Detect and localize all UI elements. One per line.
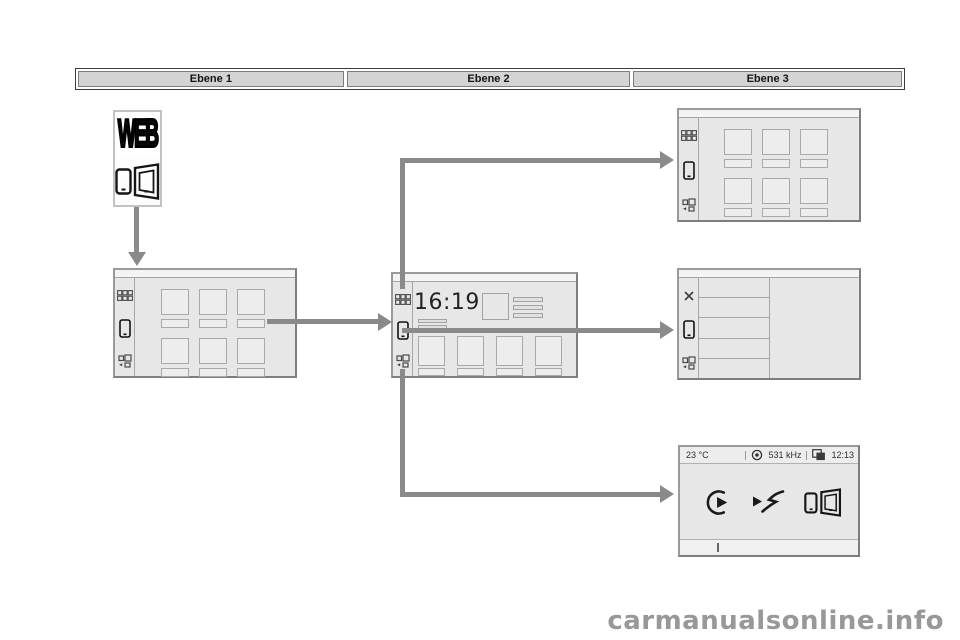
media-text-bar <box>513 313 543 318</box>
scale-tick <box>717 543 719 552</box>
app-tile <box>199 338 227 377</box>
grid-menu-icon <box>680 130 697 141</box>
tablet-mirror-icon <box>133 163 160 200</box>
web-logo-text: WEB <box>117 113 159 156</box>
widgets-icon <box>117 354 132 368</box>
mirrorlink-icon <box>753 490 785 513</box>
app-tile <box>724 129 752 168</box>
shortcut-tile <box>535 336 562 376</box>
widgets-icon <box>681 198 696 212</box>
list-item <box>699 318 769 339</box>
app-tile <box>762 129 790 168</box>
statusbar-separator <box>806 450 808 460</box>
mirror-screen-devices-icon <box>804 487 842 517</box>
screen-statusbar <box>393 274 576 282</box>
menu-list <box>699 278 770 378</box>
app-tile <box>762 178 790 217</box>
screen-level3-app-grid <box>677 108 861 222</box>
screen-level3-connections: 23 °C 531 kHz 12:13 <box>678 445 860 557</box>
app-tile-grid <box>161 289 265 377</box>
app-tile-grid <box>724 129 828 217</box>
arrowhead-right <box>660 321 674 339</box>
connector-level1-to-level2 <box>267 319 379 324</box>
screen-sidebar <box>679 278 699 378</box>
close-icon <box>683 291 694 301</box>
clock-display: 16:19 <box>414 290 480 315</box>
header-level-2-label: Ebene 2 <box>467 73 510 85</box>
list-item <box>699 359 769 378</box>
radio-statusbar: 23 °C 531 kHz 12:13 <box>680 447 858 464</box>
grid-menu-icon <box>394 294 411 305</box>
date-placeholder-bar <box>418 319 447 323</box>
arrowhead-right <box>660 485 674 503</box>
watermark-text: carmanualsonline.info <box>607 606 944 636</box>
connector-phone-horizontal <box>402 328 660 333</box>
arrowhead-right <box>660 151 674 169</box>
temperature-readout: 23 °C <box>686 450 709 460</box>
app-tile <box>161 289 189 328</box>
app-tile <box>800 178 828 217</box>
smartphone-icon <box>115 168 132 195</box>
speaker-icon <box>752 449 763 461</box>
shortcut-tile <box>496 336 523 376</box>
app-tile <box>800 129 828 168</box>
radio-bottombar <box>680 539 858 555</box>
level-header-bar: Ebene 1 Ebene 2 Ebene 3 <box>75 68 905 90</box>
screen-level1-home <box>113 268 297 378</box>
web-logo: WEB <box>115 113 160 156</box>
smartphone-icon <box>118 318 131 338</box>
screen-level2-home: 16:19 <box>391 272 578 378</box>
screen-statusbar <box>115 270 295 278</box>
header-level-3-label: Ebene 3 <box>746 73 789 85</box>
media-widget-thumbnail <box>482 293 509 320</box>
app-tile <box>161 338 189 377</box>
widgets-icon <box>395 354 410 368</box>
screen-level3-list <box>677 268 861 380</box>
web-source-card: WEB <box>113 110 162 207</box>
header-level-1-label: Ebene 1 <box>189 73 232 85</box>
smartphone-icon <box>682 160 695 180</box>
shortcut-tile <box>418 336 445 376</box>
smartphone-icon <box>682 319 695 339</box>
app-tile <box>237 289 265 328</box>
connector-grid-horizontal <box>400 158 660 163</box>
app-tile <box>199 289 227 328</box>
frequency-readout: 531 kHz <box>768 450 802 460</box>
connection-icons-row <box>680 465 858 539</box>
play-circle-icon <box>706 489 728 515</box>
header-level-1: Ebene 1 <box>78 71 344 87</box>
screen-statusbar <box>679 110 859 118</box>
list-item <box>699 298 769 319</box>
connector-widgets-horizontal <box>400 492 660 497</box>
connector-widgets-vertical <box>400 369 405 497</box>
arrowhead-down <box>128 252 146 266</box>
connector-grid-vertical <box>400 158 405 289</box>
header-level-3: Ebene 3 <box>633 71 902 87</box>
app-tile <box>724 178 752 217</box>
shortcut-tile <box>457 336 484 376</box>
list-item <box>699 278 769 299</box>
screen-sidebar <box>679 118 699 220</box>
screen-sidebar <box>115 278 135 376</box>
time-readout: 12:13 <box>831 450 854 460</box>
arrowhead-right <box>378 313 392 331</box>
mirror-screen-devices-icon <box>115 163 160 200</box>
media-text-bar <box>513 297 543 302</box>
windows-stack-icon <box>812 449 826 461</box>
grid-menu-icon <box>116 290 133 301</box>
header-level-2: Ebene 2 <box>346 71 631 87</box>
app-tile <box>237 338 265 377</box>
media-text-bar <box>513 305 543 310</box>
shortcut-tile-row <box>418 336 562 376</box>
screen-statusbar <box>679 270 859 278</box>
widgets-icon <box>681 356 696 370</box>
statusbar-separator <box>745 450 747 460</box>
list-item <box>699 339 769 359</box>
connector-card-to-level1 <box>134 207 139 254</box>
